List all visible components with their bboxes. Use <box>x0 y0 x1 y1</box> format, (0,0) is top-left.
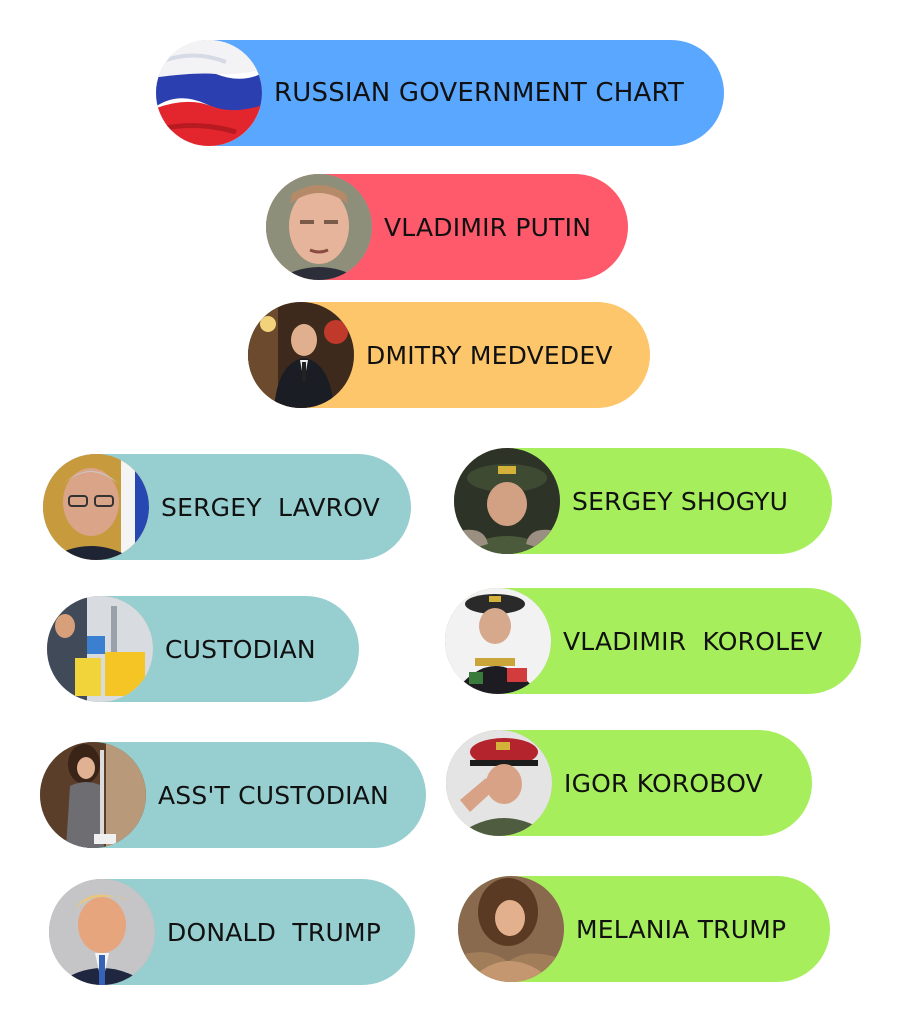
person-name: DMITRY MEDVEDEV <box>366 340 613 370</box>
lavrov-photo <box>43 454 149 560</box>
melania-trump-photo <box>458 876 564 982</box>
person-pill-melania-trump: MELANIA TRUMP <box>458 876 830 982</box>
person-name: IGOR KOROBOV <box>564 768 763 798</box>
person-name: SERGEY SHOGYU <box>572 486 789 516</box>
person-name: DONALD TRUMP <box>167 917 381 947</box>
person-pill-donald-trump: DONALD TRUMP <box>49 879 415 985</box>
putin-photo <box>266 174 372 280</box>
person-name: CUSTODIAN <box>165 634 316 664</box>
person-pill-shogyu: SERGEY SHOGYU <box>454 448 832 554</box>
medvedev-photo <box>248 302 354 408</box>
custodian-photo <box>47 596 153 702</box>
person-name: MELANIA TRUMP <box>576 914 787 944</box>
person-name: VLADIMIR PUTIN <box>384 212 592 242</box>
shogyu-photo <box>454 448 560 554</box>
korobov-photo <box>446 730 552 836</box>
person-name: VLADIMIR KOROLEV <box>563 626 823 656</box>
person-pill-custodian: CUSTODIAN <box>47 596 359 702</box>
person-pill-assistant-custodian: ASS'T CUSTODIAN <box>40 742 426 848</box>
person-pill-medvedev: DMITRY MEDVEDEV <box>248 302 650 408</box>
person-pill-lavrov: SERGEY LAVROV <box>43 454 411 560</box>
person-pill-putin: VLADIMIR PUTIN <box>266 174 628 280</box>
chart-title: RUSSIAN GOVERNMENT CHART <box>274 78 684 108</box>
person-pill-korobov: IGOR KOROBOV <box>446 730 812 836</box>
korolev-photo <box>445 588 551 694</box>
donald-trump-photo <box>49 879 155 985</box>
person-name: SERGEY LAVROV <box>161 492 380 522</box>
russian-flag-icon <box>156 40 262 146</box>
assistant-custodian-photo <box>40 742 146 848</box>
person-pill-korolev: VLADIMIR KOROLEV <box>445 588 861 694</box>
title-pill: RUSSIAN GOVERNMENT CHART <box>156 40 724 146</box>
person-name: ASS'T CUSTODIAN <box>158 780 389 810</box>
